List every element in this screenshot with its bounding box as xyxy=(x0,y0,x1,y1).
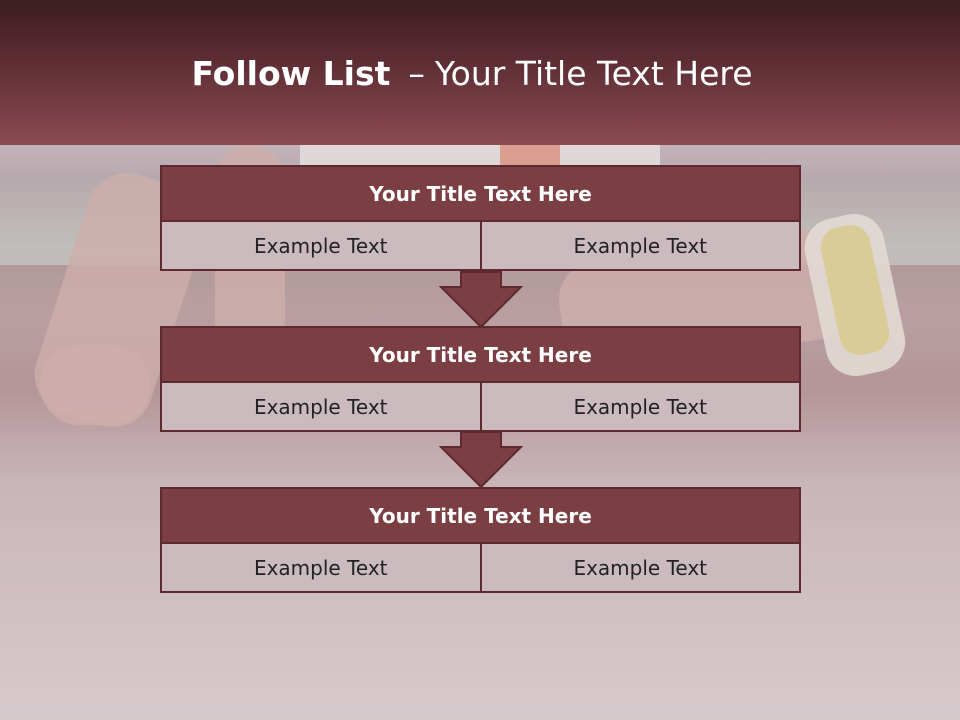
list-block-cell: Example Text xyxy=(479,383,799,430)
runner-shirt-stripe xyxy=(500,145,560,165)
list-block-cells: Example Text Example Text xyxy=(160,222,801,271)
list-block-title: Your Title Text Here xyxy=(160,165,801,222)
runner-shirt xyxy=(300,145,660,165)
list-block-cells: Example Text Example Text xyxy=(160,383,801,432)
list-block-cell: Example Text xyxy=(479,544,799,591)
runner-hand-left xyxy=(40,345,150,425)
list-block-2: Your Title Text Here Example Text Exampl… xyxy=(160,326,801,432)
slide-title: Follow List–Your Title Text Here xyxy=(0,54,944,93)
slide-title-rest: Your Title Text Here xyxy=(434,54,753,93)
list-block-cell: Example Text xyxy=(162,544,480,591)
list-block-cell: Example Text xyxy=(162,383,480,430)
slide-title-dash: – xyxy=(408,54,425,93)
down-arrow-icon xyxy=(439,271,523,329)
list-block-cell: Example Text xyxy=(479,222,799,269)
slide-header xyxy=(0,0,960,145)
list-block-title: Your Title Text Here xyxy=(160,487,801,544)
slide-title-bold: Follow List xyxy=(191,54,391,93)
list-block-cell: Example Text xyxy=(162,222,480,269)
list-block-title: Your Title Text Here xyxy=(160,326,801,383)
down-arrow-icon xyxy=(439,431,523,489)
list-block-cells: Example Text Example Text xyxy=(160,544,801,593)
list-block-3: Your Title Text Here Example Text Exampl… xyxy=(160,487,801,593)
list-block-1: Your Title Text Here Example Text Exampl… xyxy=(160,165,801,271)
